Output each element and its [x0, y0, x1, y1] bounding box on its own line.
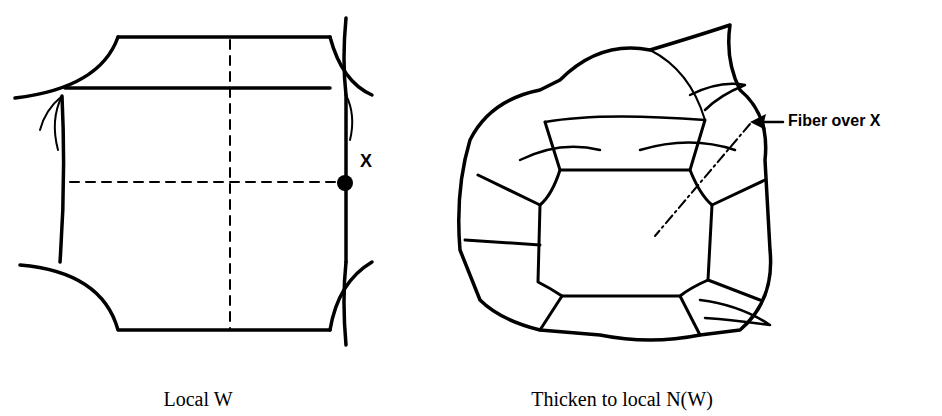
n-w-figure — [459, 25, 771, 340]
caption: Local W — [163, 388, 232, 410]
local-w-figure — [15, 18, 372, 345]
fiber-leader — [655, 114, 783, 236]
caption: Thicken to local N(W) — [531, 388, 713, 410]
point-label: X — [360, 152, 372, 172]
point-x — [337, 175, 353, 191]
dashed-axis — [70, 40, 343, 330]
callout-label: Fiber over X — [788, 112, 880, 130]
